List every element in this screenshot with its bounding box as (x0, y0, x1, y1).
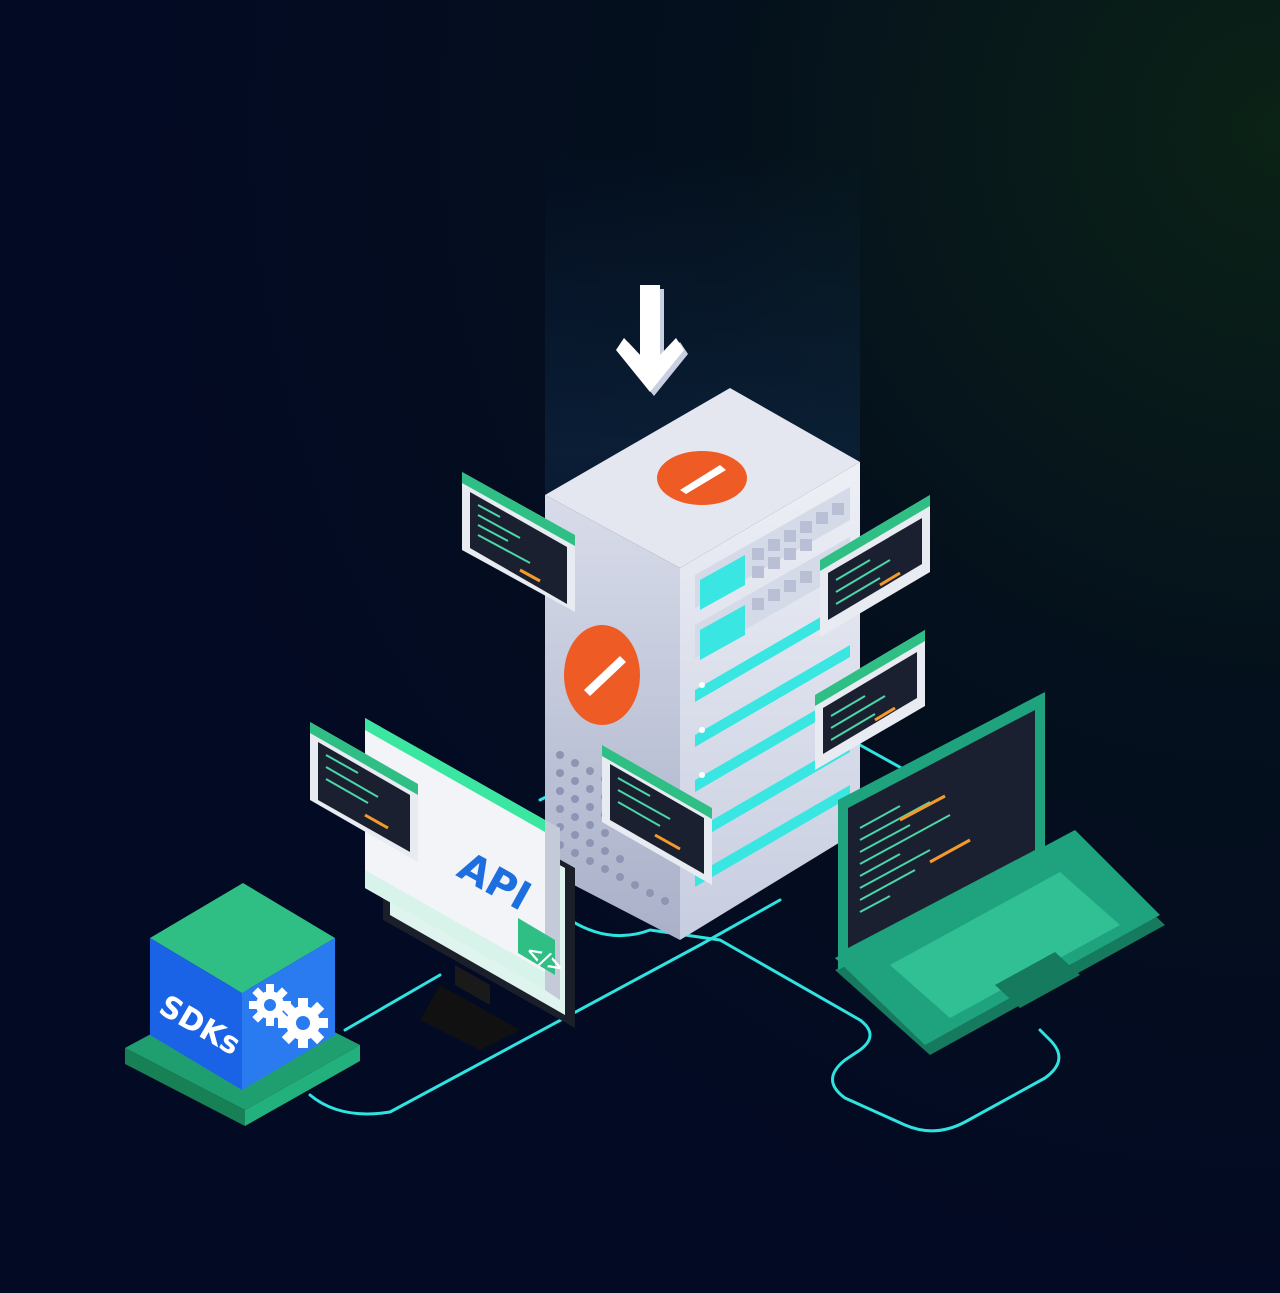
laptop-screen (848, 710, 1035, 948)
cable-laptop-top (858, 743, 907, 772)
code-window-icon (815, 630, 925, 770)
gear-icon (249, 984, 291, 1026)
laptop (835, 692, 1165, 1055)
code-window-icon (820, 495, 930, 637)
code-window-icon (602, 745, 712, 885)
code-window-icon (310, 722, 418, 862)
sdk-cube: SDKs (125, 883, 360, 1126)
server-tower (545, 388, 860, 940)
down-arrow-icon (616, 285, 688, 396)
cable-sdk-monitor (343, 973, 442, 1032)
code-window-icon (462, 472, 575, 612)
sdk-cube-left (150, 938, 242, 1090)
postman-logo-icon (657, 451, 747, 505)
laptop-keyboard (890, 872, 1120, 1018)
postman-logo-icon (564, 625, 640, 725)
cable-sdk-server (308, 898, 782, 1116)
sdk-cube-top (150, 883, 335, 993)
api-monitor: API </> (310, 718, 575, 1050)
cable-server-laptop (568, 918, 1061, 1133)
gear-icon (278, 998, 328, 1048)
monitor-stand (420, 985, 520, 1050)
laptop-code (859, 801, 951, 913)
server-slots (695, 487, 850, 887)
